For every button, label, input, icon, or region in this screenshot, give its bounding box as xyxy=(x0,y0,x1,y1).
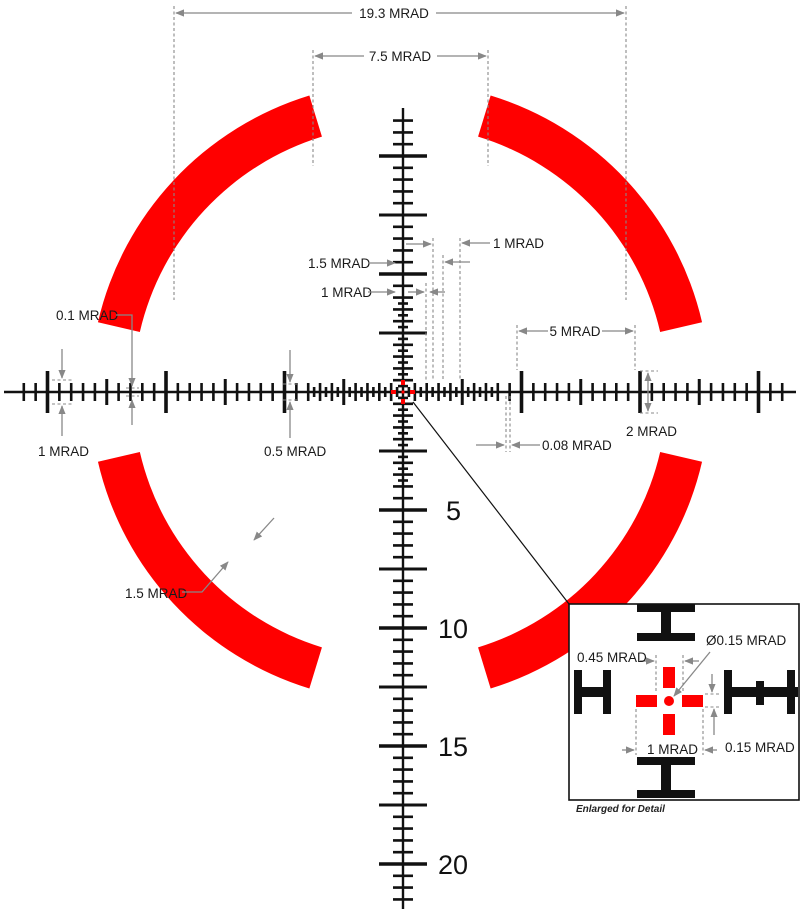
label-height-2: 2 MRAD xyxy=(626,424,677,439)
dimension-height-2: 2 MRAD xyxy=(626,370,677,439)
label-spacing-5: 5 MRAD xyxy=(549,324,600,339)
dimension-line-0-08: 0.08 MRAD xyxy=(476,396,612,453)
label-inset-bar-length: 0.45 MRAD xyxy=(577,650,647,665)
label-line-0-08: 0.08 MRAD xyxy=(542,438,612,453)
dimension-hash-1-upper: 1 MRAD xyxy=(442,236,544,380)
label-overall-width: 19.3 MRAD xyxy=(359,6,429,21)
dimension-spacing-1-left: 1 MRAD xyxy=(38,349,89,459)
vertical-number-5: 5 xyxy=(446,496,461,526)
horizontal-hash-marks xyxy=(22,371,784,413)
vertical-number-20: 20 xyxy=(438,850,468,880)
vertical-hash-marks xyxy=(379,119,427,901)
label-spacing-1-left: 1 MRAD xyxy=(38,444,89,459)
vertical-number-10: 10 xyxy=(438,614,468,644)
label-spacing-0-5: 0.5 MRAD xyxy=(264,444,327,459)
red-arc-upper-left xyxy=(97,95,322,332)
label-arc-thickness: 1.5 MRAD xyxy=(125,586,188,601)
label-hash-1-5: 1.5 MRAD xyxy=(308,256,371,271)
dimension-overall-width: 19.3 MRAD xyxy=(173,6,627,300)
label-subtension-0-1: 0.1 MRAD xyxy=(56,308,119,323)
label-inset-bar-spacing: 1 MRAD xyxy=(647,742,698,757)
inset-hash-top xyxy=(637,604,695,641)
dimension-arc-thickness: 1.5 MRAD xyxy=(125,517,275,601)
red-arc-lower-right xyxy=(478,452,703,689)
inset-caption: Enlarged for Detail xyxy=(576,804,665,815)
vertical-number-15: 15 xyxy=(438,732,468,762)
red-arc-upper-right xyxy=(478,95,703,332)
label-center-gap: 7.5 MRAD xyxy=(369,49,432,64)
label-inset-dot-diameter: Ø0.15 MRAD xyxy=(706,633,787,648)
dimension-subtension-0-1: 0.1 MRAD xyxy=(56,308,139,425)
inset-leader-line xyxy=(412,401,570,605)
dimension-hash-1-left: 1 MRAD xyxy=(321,283,445,380)
inset-red-aiming-point xyxy=(636,667,703,735)
dimension-hash-1-5: 1.5 MRAD xyxy=(308,238,434,380)
dimension-center-gap: 7.5 MRAD xyxy=(312,49,489,166)
label-hash-1-upper: 1 MRAD xyxy=(493,236,544,251)
label-inset-bar-thickness: 0.15 MRAD xyxy=(725,740,795,755)
label-hash-1-left: 1 MRAD xyxy=(321,285,372,300)
inset-hash-right xyxy=(724,670,798,714)
dimension-spacing-0-5: 0.5 MRAD xyxy=(264,350,327,459)
center-aiming-point xyxy=(391,380,415,404)
inset-hash-bottom xyxy=(637,757,695,798)
dimension-spacing-5: 5 MRAD xyxy=(516,324,636,370)
red-arc-lower-left xyxy=(97,452,322,689)
inset-hash-left xyxy=(574,670,611,714)
enlarged-detail-inset: 0.45 MRAD Ø0.15 MRAD 0.15 MRAD 1 MRAD xyxy=(568,603,800,801)
red-outer-circle xyxy=(97,95,703,689)
